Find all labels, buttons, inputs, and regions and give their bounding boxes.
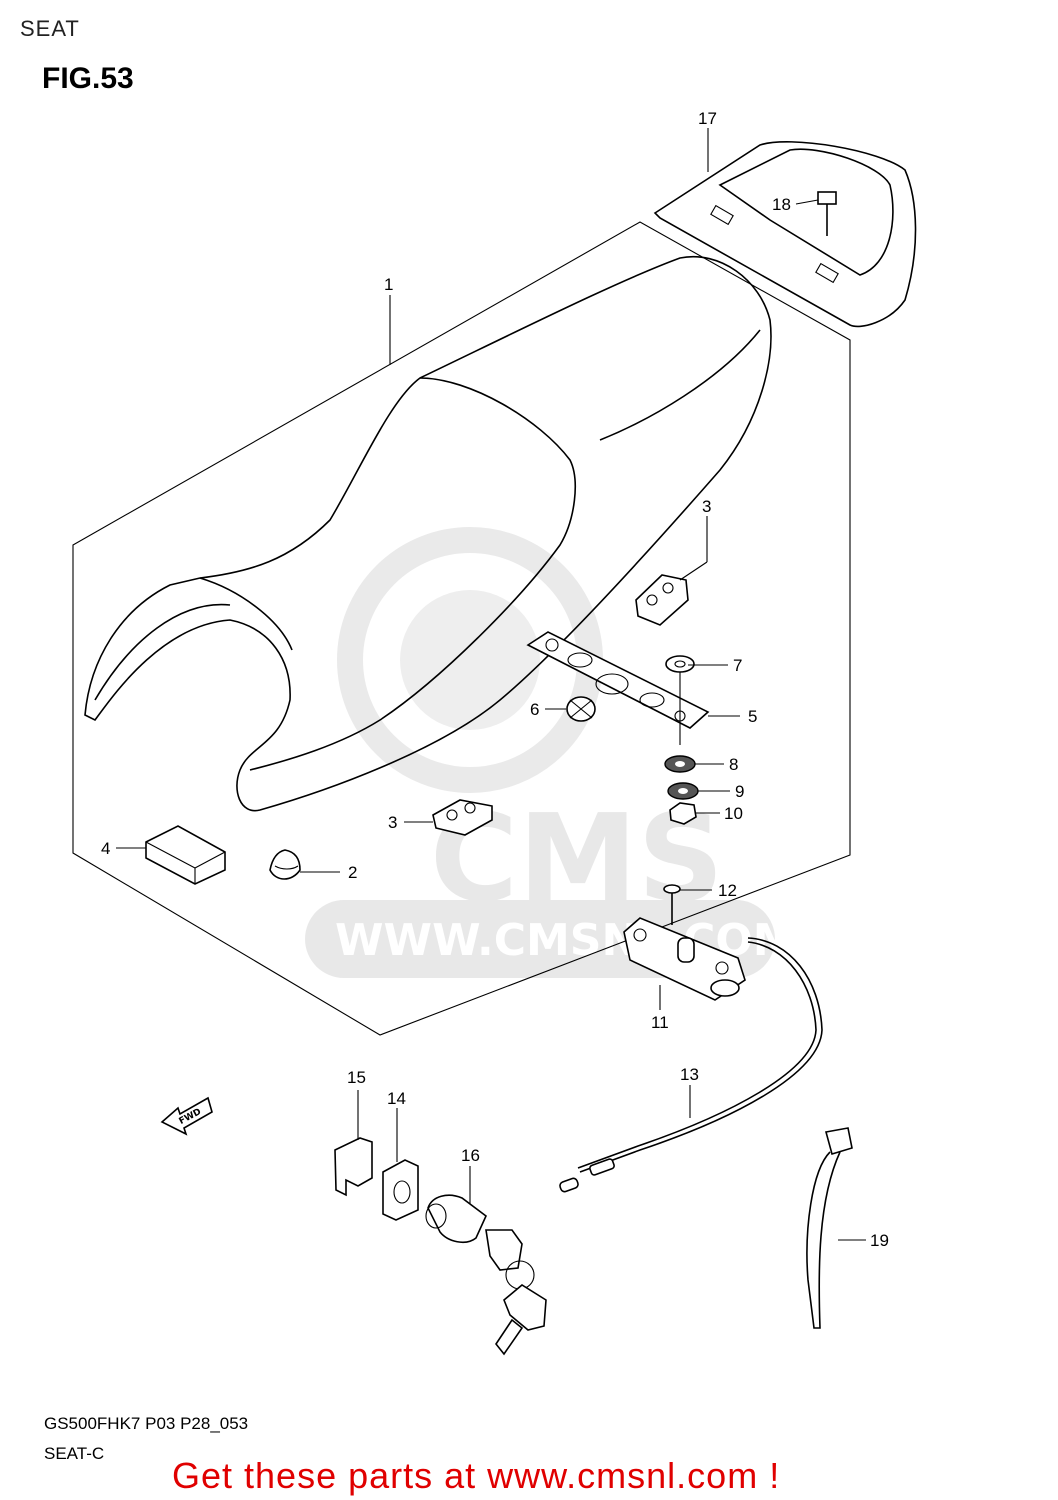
washer-part-8 <box>664 755 696 773</box>
watermark: CMS WWW.CMSNL.COM <box>305 527 797 978</box>
pad-part-4 <box>145 825 226 885</box>
seat-part-1 <box>84 255 772 812</box>
callout-3-upper: 3 <box>702 497 711 516</box>
page-header: SEAT <box>20 16 80 41</box>
callout-17: 17 <box>698 109 717 128</box>
callout-5: 5 <box>748 707 757 726</box>
callout-12: 12 <box>718 881 737 900</box>
callout-10: 10 <box>724 804 743 823</box>
fwd-arrow-icon: FWD <box>160 1096 213 1136</box>
callout-15: 15 <box>347 1068 366 1087</box>
cushion-part-3-lower <box>432 799 493 836</box>
callout-7: 7 <box>733 656 742 675</box>
callout-11: 11 <box>651 1013 669 1032</box>
callout-6: 6 <box>530 700 539 719</box>
figure-title: FIG.53 <box>42 62 134 95</box>
callout-18: 18 <box>772 195 791 214</box>
clip-part-15 <box>334 1137 373 1197</box>
callout-2: 2 <box>348 863 357 882</box>
bracket-part-14 <box>382 1159 419 1221</box>
bracket-part-5 <box>526 631 710 729</box>
assembly-outline <box>72 221 851 1036</box>
callout-4: 4 <box>101 839 110 858</box>
cta-link[interactable]: Get these parts at www.cmsnl.com ! <box>172 1455 781 1496</box>
callout-13: 13 <box>680 1065 699 1084</box>
grab-rail-part-17 <box>653 141 917 328</box>
cable-part-13 <box>559 937 823 1193</box>
diagram-subtitle: SEAT-C <box>44 1444 105 1463</box>
callout-9: 9 <box>735 782 744 801</box>
lock-cylinder-part-16 <box>425 1194 547 1356</box>
leader-lines <box>116 128 866 1241</box>
nut-part-10 <box>669 802 697 825</box>
cable-tie-part-19 <box>806 1127 853 1329</box>
callout-labels: 1 17 18 3 7 5 6 8 9 10 3 4 2 12 11 13 15… <box>101 109 889 1250</box>
callout-1: 1 <box>384 275 393 294</box>
bolt-part-18 <box>817 191 837 236</box>
washer-part-7 <box>665 655 695 745</box>
callout-14: 14 <box>387 1089 406 1108</box>
diagram-code: GS500FHK7 P03 P28_053 <box>44 1414 249 1433</box>
screw-part-12 <box>663 884 681 925</box>
callout-19: 19 <box>870 1231 889 1250</box>
seat-lock-part-11 <box>623 917 746 1001</box>
callout-16: 16 <box>461 1146 480 1165</box>
callout-3-lower: 3 <box>388 813 397 832</box>
callout-8: 8 <box>729 755 738 774</box>
cap-part-2 <box>269 849 301 880</box>
washer-part-9 <box>667 782 699 800</box>
cushion-part-3-upper <box>635 574 689 626</box>
grommet-part-6 <box>566 696 596 722</box>
